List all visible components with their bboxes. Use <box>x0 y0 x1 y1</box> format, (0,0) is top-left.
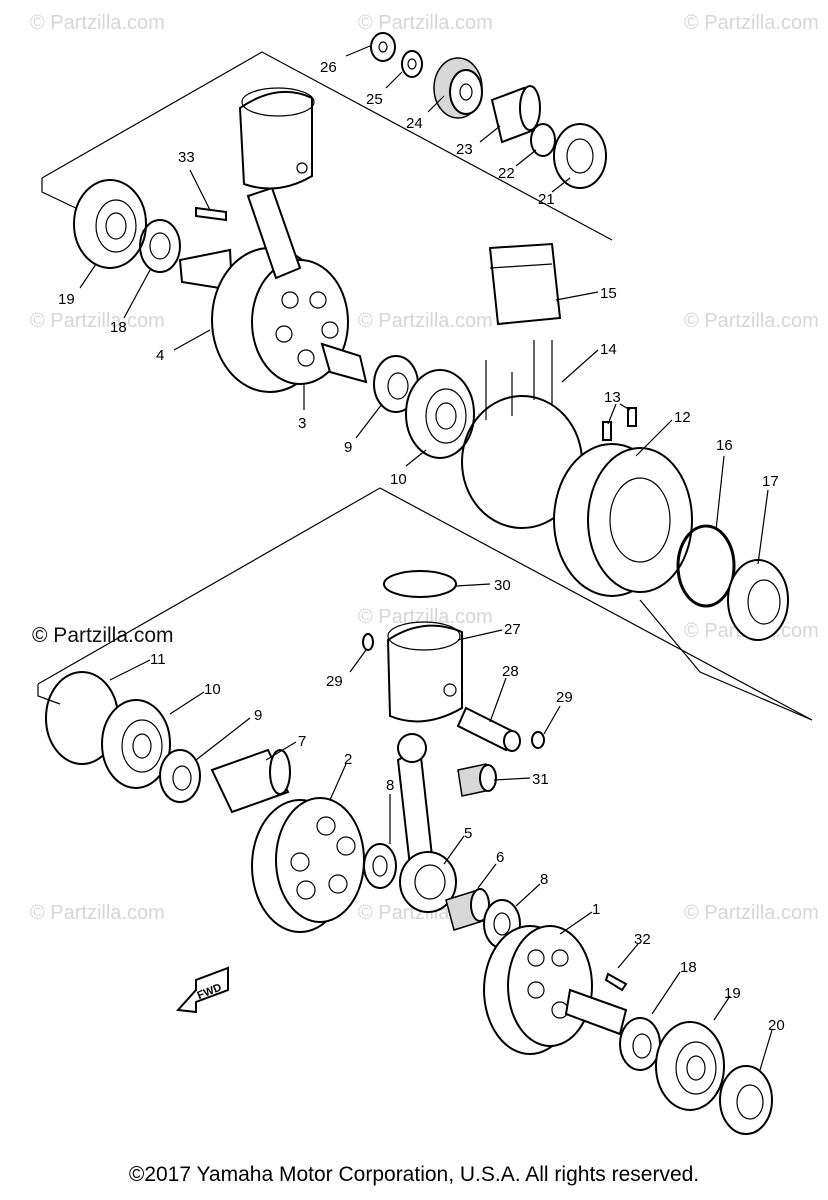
upper-group-frame <box>41 51 613 241</box>
lower-group-frame <box>37 487 813 721</box>
part-1-crank-half-right <box>483 925 628 1055</box>
part-15-bearing-cage <box>488 242 562 326</box>
callout-14: 14 <box>600 341 617 358</box>
callout-18-upper: 18 <box>110 319 127 336</box>
part-25-washer <box>401 50 423 78</box>
part-32-key <box>604 972 628 992</box>
callout-6: 6 <box>496 849 504 866</box>
part-8-washer-left <box>363 843 397 889</box>
watermark: © Partzilla.com <box>358 310 493 332</box>
piston-upper <box>238 87 315 190</box>
part-19-bearing-upper <box>73 179 147 269</box>
callout-11: 11 <box>150 651 166 668</box>
part-6-needle-bearing <box>445 888 490 931</box>
callout-24: 24 <box>406 115 423 132</box>
part-31-needle-bearing <box>457 763 497 797</box>
part-21-oil-seal <box>553 123 607 189</box>
watermark-bold: © Partzilla.com <box>32 624 174 647</box>
callout-2: 2 <box>344 751 352 768</box>
callout-19-upper: 19 <box>58 291 75 308</box>
part-26-washer <box>370 32 396 62</box>
callout-10-upper: 10 <box>390 471 407 488</box>
fwd-arrow-icon: FWD <box>175 966 229 1014</box>
callout-31: 31 <box>532 771 549 788</box>
part-20-oil-seal <box>719 1065 773 1135</box>
callout-27: 27 <box>504 621 521 638</box>
callout-21: 21 <box>538 191 555 208</box>
callout-numbers: 26 25 24 23 22 21 33 19 18 4 3 9 10 15 1… <box>58 59 785 1034</box>
part-18-washer-upper <box>139 219 181 273</box>
watermark: © Partzilla.com <box>30 902 165 924</box>
part-30-piston-ring <box>383 570 457 598</box>
callout-23: 23 <box>456 141 473 158</box>
part-5-connecting-rod <box>396 733 457 913</box>
part-19-bearing-lower <box>655 1021 725 1111</box>
part-2-crank-half-left <box>251 797 365 933</box>
callout-9-upper: 9 <box>344 439 352 456</box>
part-33-key <box>195 206 227 222</box>
callout-13: 13 <box>604 389 621 406</box>
watermark: © Partzilla.com <box>684 12 819 34</box>
callout-9-lower: 9 <box>254 707 262 724</box>
part-24-gear <box>433 57 483 119</box>
callout-26: 26 <box>320 59 337 76</box>
callout-29-left: 29 <box>326 673 343 690</box>
part-17-oil-seal <box>727 559 789 641</box>
callout-28: 28 <box>502 663 519 680</box>
part-7-shaft <box>210 748 291 814</box>
callout-3: 3 <box>298 415 306 432</box>
leader-lines <box>79 45 773 1071</box>
callout-1: 1 <box>592 901 600 918</box>
callout-16: 16 <box>716 437 733 454</box>
callout-32: 32 <box>634 931 651 948</box>
callout-20: 20 <box>768 1017 785 1034</box>
part-10-bearing-lower <box>101 699 171 789</box>
watermark: © Partzilla.com <box>684 310 819 332</box>
callout-15: 15 <box>600 285 617 302</box>
watermark: © Partzilla.com <box>358 606 493 628</box>
callout-22: 22 <box>498 165 515 182</box>
watermark: © Partzilla.com <box>358 12 493 34</box>
callout-18-lower: 18 <box>680 959 697 976</box>
part-23-collar <box>490 85 541 144</box>
callout-8-left: 8 <box>386 777 394 794</box>
callout-10-lower: 10 <box>204 681 221 698</box>
part-12-outer-race <box>553 443 693 597</box>
part-16-o-ring <box>676 524 736 608</box>
copyright-notice: ©2017 Yamaha Motor Corporation, U.S.A. A… <box>128 1163 700 1186</box>
callout-8-right: 8 <box>540 871 548 888</box>
watermark: © Partzilla.com <box>684 902 819 924</box>
part-13-dowel-pins <box>602 407 637 441</box>
callout-30: 30 <box>494 577 511 594</box>
part-29-clip-right <box>531 731 545 749</box>
part-27-piston <box>386 621 463 723</box>
callout-12: 12 <box>674 409 691 426</box>
callout-17: 17 <box>762 473 779 490</box>
callout-4: 4 <box>156 347 164 364</box>
callout-33: 33 <box>178 149 195 166</box>
part-22-circlip <box>530 123 556 157</box>
watermark: © Partzilla.com <box>30 310 165 332</box>
part-28-piston-pin <box>456 706 521 752</box>
part-9-washer-lower <box>159 749 201 803</box>
callout-5: 5 <box>464 825 472 842</box>
part-10-bearing-upper <box>405 369 475 459</box>
callout-29-right: 29 <box>556 689 573 706</box>
part-4-crankshaft-assembly <box>178 186 368 393</box>
callout-19-lower: 19 <box>724 985 741 1002</box>
part-29-clip-left <box>362 633 374 651</box>
callout-7: 7 <box>298 733 306 750</box>
part-18-washer-lower <box>619 1017 661 1071</box>
watermark: © Partzilla.com <box>30 12 165 34</box>
callout-25: 25 <box>366 91 383 108</box>
